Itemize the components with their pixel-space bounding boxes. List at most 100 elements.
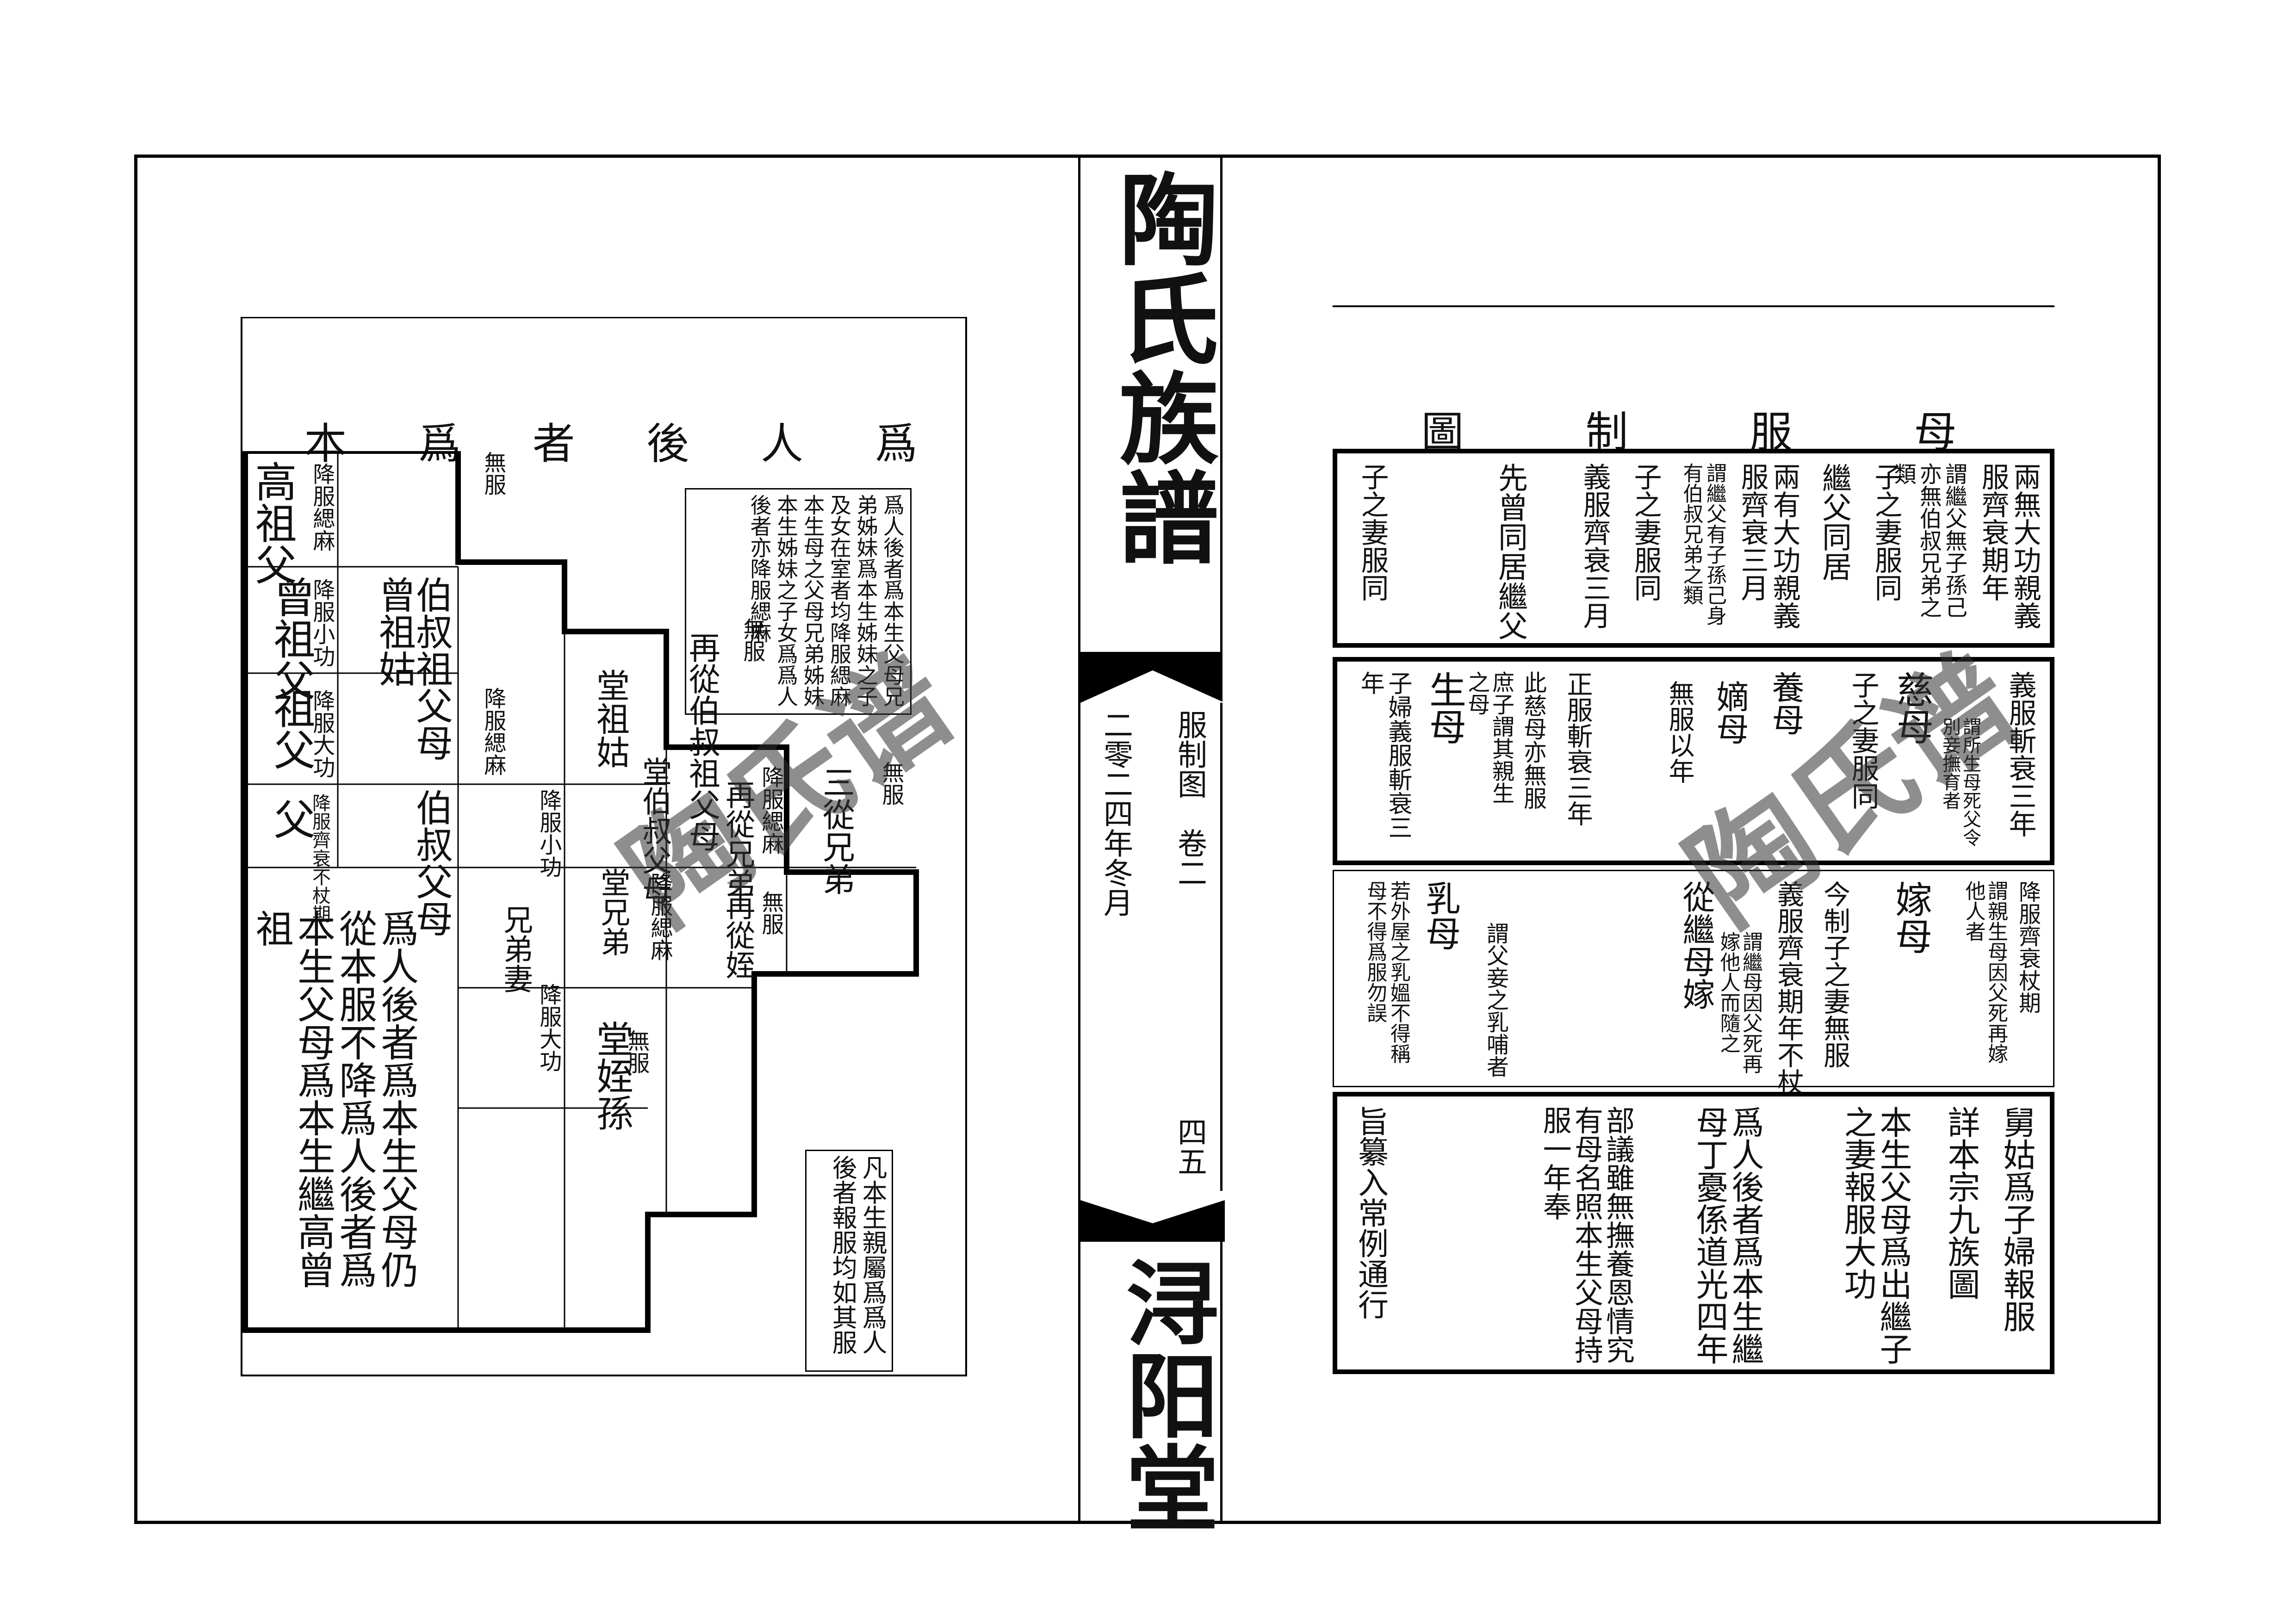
relative: 伯叔祖父母: [410, 576, 453, 761]
relative-birth-mother: 生母: [1423, 671, 1466, 745]
spine-chevron-bottom: [1080, 1191, 1225, 1242]
mourning-label: 無服: [878, 761, 904, 805]
spine: 陶氏族譜 服制图 卷二 二零二四年冬月 四五 浔阳堂: [1078, 155, 1225, 1533]
mourning-label: 降服小功: [535, 789, 562, 878]
cell-text: 子婦義服斬衰三年: [1356, 671, 1412, 839]
relative: 三從兄弟: [817, 766, 856, 895]
cell-text: 義服齊衰三月: [1578, 463, 1611, 629]
cell-text: 子之妻服同: [1870, 463, 1902, 601]
right-note-text: 凡本生親屬爲爲人後者報服均如其服: [828, 1155, 887, 1355]
cell-text: 無服以年: [1664, 680, 1694, 784]
relative-stepmother-remarried: 從繼母嫁: [1677, 880, 1715, 1010]
heading-char: 者: [532, 419, 575, 469]
cell-text: 子之妻服同: [1356, 463, 1389, 601]
heading-char: 母: [1914, 408, 1957, 457]
relative-great-grandfather: 曾祖父: [266, 576, 315, 701]
cell-note: 謂所生母死父令別妾撫育者: [1939, 717, 1981, 847]
relative-remarried-mother: 嫁母: [1889, 880, 1932, 954]
right-page: 母 服 制 圖 兩無大功親義服齊衰期年 謂繼父無子孫己亦無伯叔兄弟之類 子之妻服…: [1333, 305, 2054, 1379]
note-text: 旨纂入常例通行: [1353, 1106, 1389, 1319]
heading-char: 圖: [1421, 408, 1464, 457]
note-text: 部議雖無撫養恩情究有母名照本生父母持服一年奉: [1538, 1106, 1635, 1364]
outer-frame: [134, 155, 2161, 1524]
relative-cohabiting-stepfather: 繼父同居: [1817, 463, 1851, 581]
mourning-label: 降服緦麻: [757, 766, 784, 855]
heading-char: 爲: [418, 419, 461, 469]
section-bottom: 舅姑爲子婦報服 詳本宗九族圖 本生父母爲出繼子之妻報服大功 爲人後者爲本生繼母丁…: [1333, 1092, 2054, 1374]
right-top-rule: [1333, 305, 2054, 307]
left-page: 爲 人 後 者 爲 本 高祖父 降服緦麻 曾祖父 降服小功 祖父 降服大功 父 …: [241, 317, 967, 1381]
relative-legal-mother: 嫡母: [1711, 680, 1749, 745]
note-text: 本生父母爲出繼子之妻報服大功: [1839, 1106, 1912, 1365]
relative: 伯叔父母: [410, 789, 453, 937]
note-text: 舅姑爲子婦報服: [1998, 1106, 2036, 1332]
cell-text: 降服齊衰杖期: [2015, 880, 2041, 1014]
spine-date: 二零二四年冬月: [1098, 710, 1133, 917]
mourning-label: 降服大功: [535, 983, 562, 1072]
heading-char: 服: [1750, 408, 1793, 457]
cell-note: 謂親生母因父死再嫁他人者: [1961, 880, 2008, 1064]
heading-char: 爲: [875, 419, 918, 469]
spine-chevron-top: [1080, 670, 1225, 703]
cell-text: 此慈母亦無服: [1520, 671, 1547, 810]
mourning-label: 降服緦麻: [309, 463, 335, 551]
spine-section: 服制图 卷二: [1173, 710, 1207, 887]
relative-wet-nurse: 乳母: [1420, 880, 1461, 951]
mourning-label: 降服大功: [309, 689, 335, 778]
left-page-border: [241, 317, 967, 1376]
bottom-note: 爲人後者爲本生父母仍從本服不降爲人後者爲本生父母爲本生繼高曾祖: [249, 909, 418, 1288]
cell-note: 若外屋之乳媼不得稱母不得爲服勿誤: [1363, 880, 1410, 1064]
cell-note: 謂繼父有子孫己身有伯叔兄弟之類: [1679, 463, 1726, 626]
kinship-chart-outline: [242, 451, 919, 1333]
heading-char: 人: [760, 419, 803, 469]
page-number: 四五: [1173, 1117, 1207, 1176]
relative: 堂祖姑: [590, 669, 630, 768]
cell-text: 義服齊衰期年不杖: [1773, 880, 1804, 1095]
section-top: 兩無大功親義服齊衰期年 謂繼父無子孫己亦無伯叔兄弟之類 子之妻服同 繼父同居 兩…: [1333, 449, 2054, 648]
note-text: 詳本宗九族圖: [1942, 1106, 1980, 1300]
cell-text: 正服斬衰三年: [1563, 671, 1593, 826]
heading-char: 制: [1585, 408, 1628, 457]
relative: 堂兄弟: [596, 867, 630, 956]
relative: 堂姪孫: [590, 1020, 633, 1131]
note-box: 爲人後者爲本生父母兄弟姊妹爲本生姊妹之子及女在室者均降服緦麻本生母之父母兄弟姊妹…: [685, 488, 912, 715]
relative: 兄弟妻: [498, 904, 533, 993]
section-middle: 義服斬衰三年 慈母 謂所生母死父令別妾撫育者 子之妻服同 養母 嫡母 無服以年 …: [1333, 657, 2054, 865]
note-text: 爲人後者爲本生父母兄弟姊妹爲本生姊妹之子及女在室者均降服緦麻本生母之父母兄弟姊妹…: [747, 494, 906, 707]
relative-former-stepfather: 先曾同居繼父: [1493, 463, 1527, 640]
right-note-box: 凡本生親屬爲爲人後者報服均如其服: [805, 1150, 893, 1372]
note-text: 爲人後者爲本生繼母丁憂係道光四年: [1691, 1106, 1764, 1365]
cell-note: 謂繼父無子孫己亦無伯叔兄弟之類: [1890, 463, 1967, 618]
relative: 再從伯叔祖父母: [683, 632, 720, 852]
relative-father: 父: [266, 798, 315, 840]
cell-text: 義服斬衰三年: [2004, 671, 2036, 837]
section-lower: 嫁母 降服齊衰杖期 謂親生母因父死再嫁他人者 今制子之妻無服 義服齊衰期年不杖 …: [1333, 870, 2054, 1095]
cell-note: 謂父妾之乳哺者: [1483, 922, 1508, 1078]
mourning-label: 降服齊衰不杖期: [309, 793, 330, 923]
relative: 堂伯叔父母: [637, 756, 672, 904]
relative: 再從兄弟: [720, 780, 755, 898]
heading-char: 後: [646, 419, 689, 469]
heading-char: 本: [304, 419, 347, 469]
spine-hall-name: 浔阳堂: [1110, 1256, 1218, 1533]
cell-text: 今制子之妻無服: [1819, 880, 1850, 1068]
mourning-label: 降服小功: [309, 578, 335, 667]
relative-grandfather: 祖父: [266, 687, 315, 770]
cell-note: 謂繼母因父死再嫁他人而隨之: [1716, 931, 1762, 1074]
cell-text: 兩無大功親義服齊衰期年: [1977, 463, 2041, 629]
mourning-label: 無服: [757, 891, 784, 935]
cell-text: 子之妻服同: [1629, 463, 1662, 601]
relative-foster-mother: 慈母: [1891, 671, 1934, 745]
left-heading: 爲 人 後 者 爲 本: [268, 409, 953, 469]
relative-adoptive-mother: 養母: [1767, 671, 1805, 736]
relative: 曾祖姑: [373, 576, 416, 687]
cell-text: 子之妻服同: [1847, 671, 1879, 810]
relative: 再從姪: [720, 891, 755, 979]
relative-great-great-grandfather: 高祖父: [248, 460, 297, 585]
cell-text: 兩有大功親義服齊衰三月: [1736, 463, 1800, 629]
mourning-label: 降服緦麻: [646, 872, 673, 961]
mourning-label: 無服: [739, 618, 765, 662]
cell-note: 庶子謂其親生之母: [1464, 671, 1514, 804]
spine-title: 陶氏族譜: [1102, 168, 1218, 566]
right-heading: 母 服 制 圖: [1360, 398, 2017, 457]
